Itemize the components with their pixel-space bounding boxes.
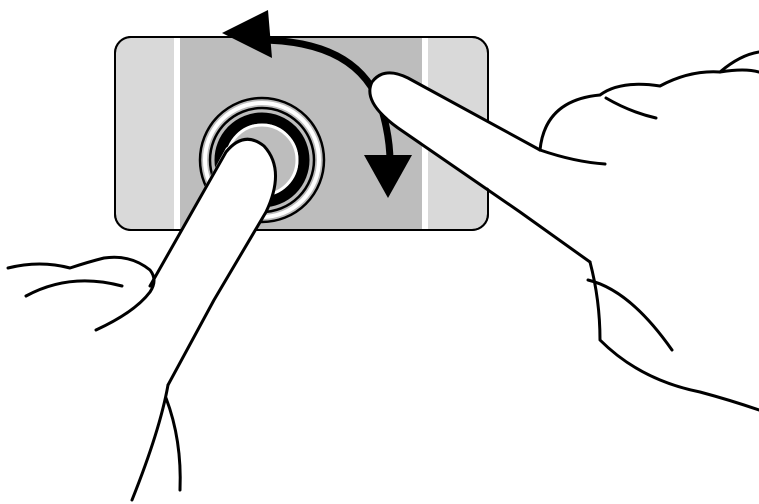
- knuckle-line-right-c: [606, 98, 656, 118]
- rotating-finger-icon: [370, 52, 759, 412]
- right-hand-fill: [370, 60, 759, 412]
